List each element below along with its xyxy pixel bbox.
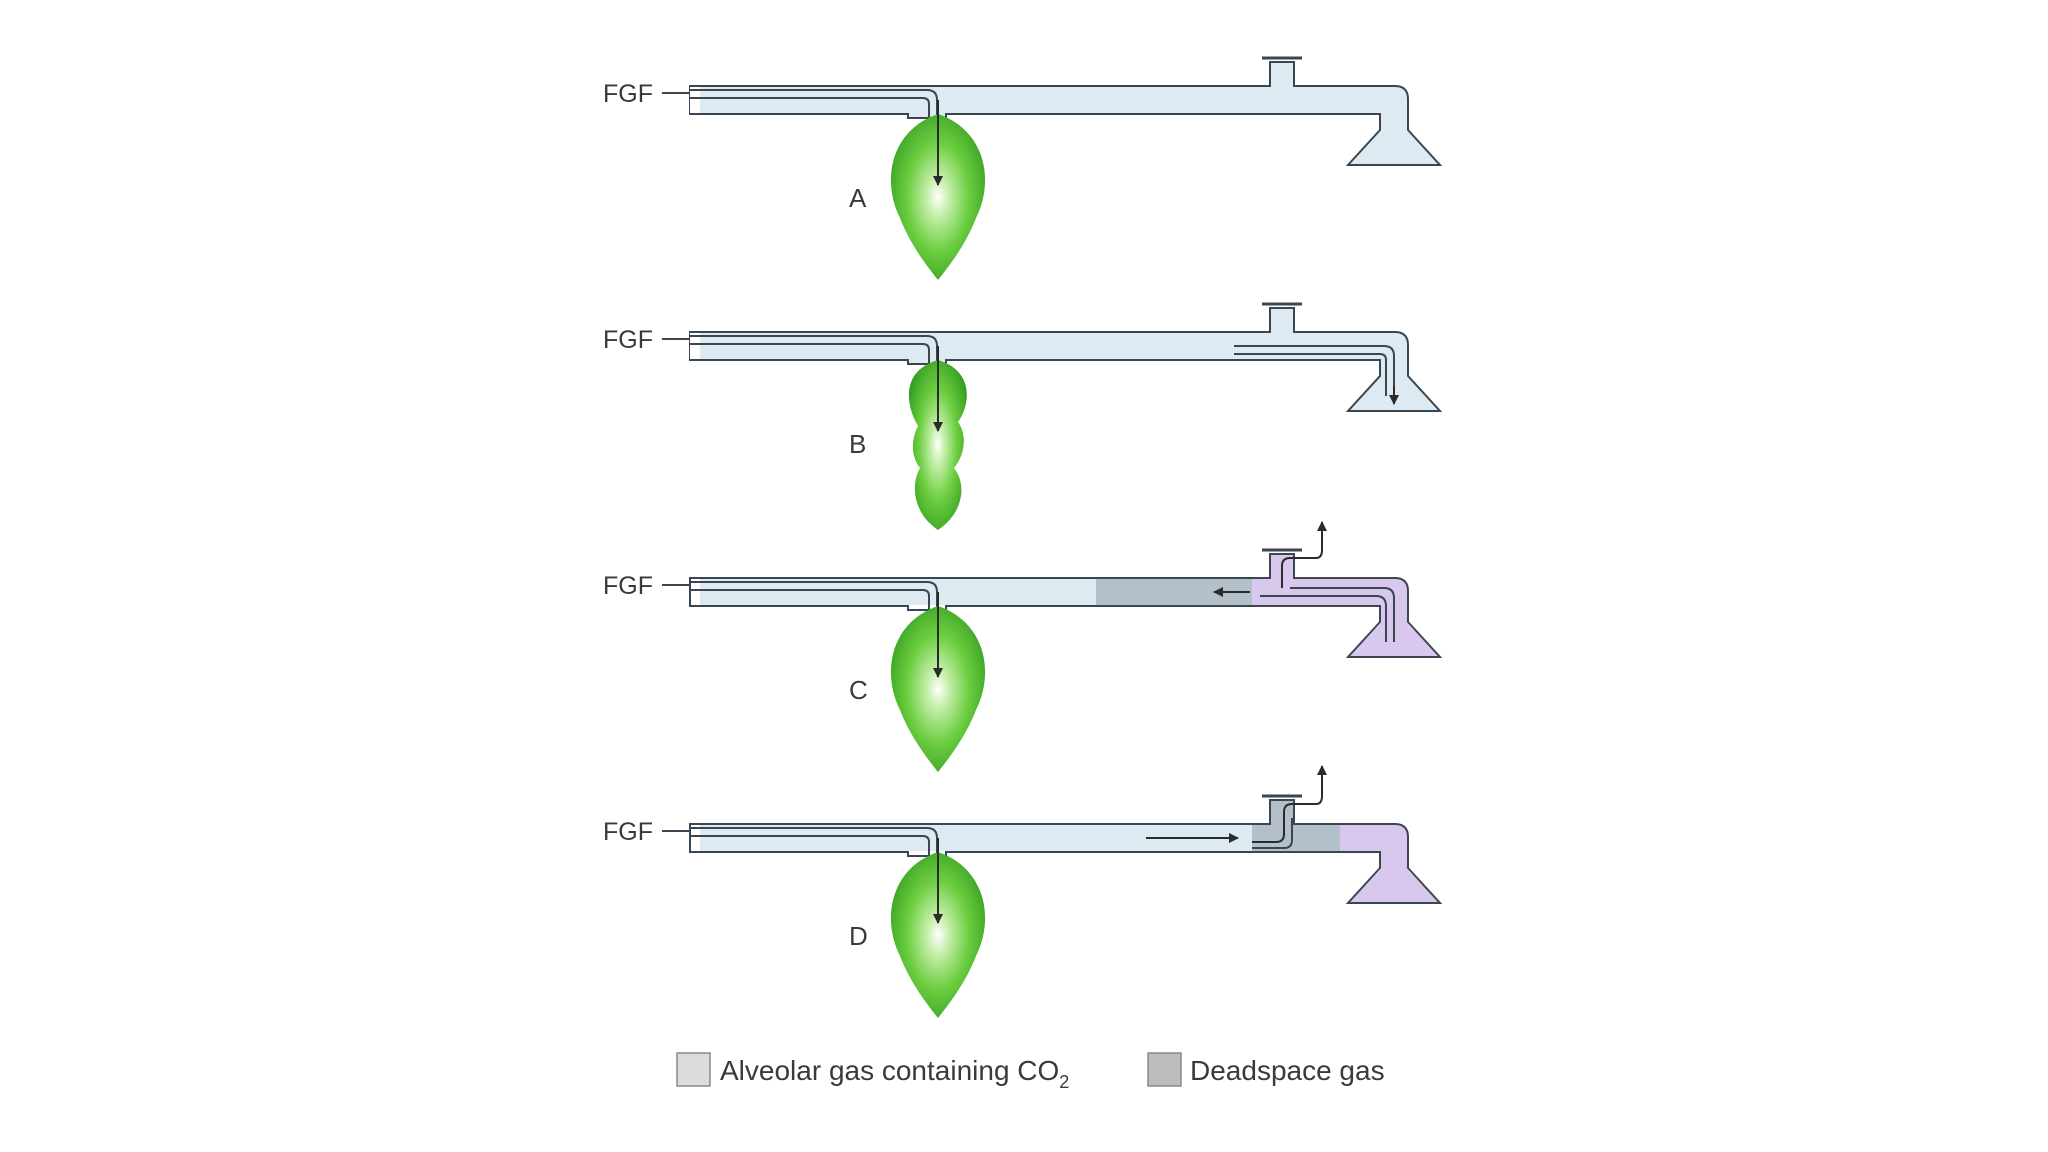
reservoir-bag	[890, 114, 986, 280]
panel-a: FGF A	[603, 56, 1443, 280]
expiratory-flow-line	[1260, 595, 1387, 642]
reservoir-bag	[890, 852, 986, 1018]
legend-deadspace-label: Deadspace gas	[1190, 1055, 1385, 1086]
legend-deadspace-swatch	[1147, 1052, 1182, 1087]
valve-vent-line	[1252, 818, 1293, 849]
fgf-inner-tube-bottom	[690, 97, 930, 118]
fgf-label: FGF	[603, 818, 653, 846]
tube-end-mask	[690, 87, 700, 113]
legend: Alveolar gas containing CO2 Deadspace ga…	[676, 1052, 1385, 1092]
panel-b: FGF B	[603, 302, 1443, 530]
legend-alveolar-label: Alveolar gas containing CO2	[720, 1055, 1069, 1092]
fgf-inner-tube-top	[690, 827, 938, 856]
breathing-tube	[689, 61, 1443, 166]
panel-letter: C	[849, 675, 868, 705]
fgf-inner-tube-bottom	[690, 589, 930, 610]
valve-vent-arrow	[1252, 765, 1327, 843]
alveolar-gas-segment	[1340, 825, 1438, 902]
legend-alveolar-swatch	[676, 1052, 711, 1087]
fgf-inner-tube-top	[690, 89, 938, 118]
fgf-label: FGF	[603, 326, 653, 354]
panel-letter: A	[849, 183, 867, 213]
expiratory-flow-line-outer	[1290, 587, 1395, 642]
fgf-inner-tube-top	[690, 335, 938, 364]
valve-vent-arrow	[1281, 521, 1327, 588]
fgf-inner-tube-bottom	[690, 835, 930, 856]
panel-letter: B	[849, 429, 866, 459]
tube-end-mask	[690, 333, 700, 359]
panel-letter: D	[849, 921, 868, 951]
inspiratory-flow-line	[1234, 345, 1395, 396]
breathing-tube	[689, 799, 1443, 904]
fresh-gas-segment	[700, 579, 1096, 605]
fgf-inner-tube-top	[690, 581, 938, 610]
fgf-inner-tube-bottom	[690, 343, 930, 364]
breathing-tube	[689, 307, 1443, 412]
fgf-label: FGF	[603, 572, 653, 600]
breathing-tube	[689, 553, 1443, 658]
panel-c: FGF C	[603, 521, 1443, 772]
panel-d: FGF D	[603, 765, 1443, 1018]
deadspace-gas-segment	[1252, 800, 1340, 851]
reservoir-bag	[890, 606, 986, 772]
fgf-label: FGF	[603, 80, 653, 108]
reservoir-bag-deflated	[908, 360, 967, 530]
inspiratory-flow-line-inner	[1234, 353, 1387, 396]
